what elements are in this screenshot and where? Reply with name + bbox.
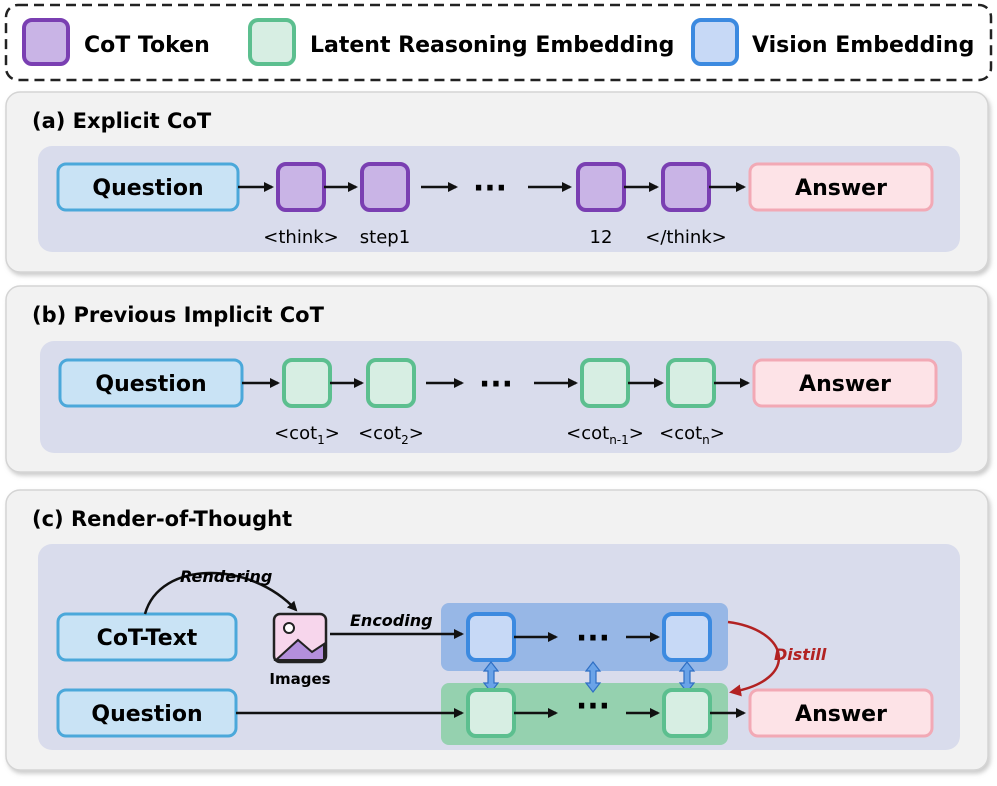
cot-token-box [360,162,410,212]
section-title-a: (a) Explicit CoT [32,109,212,133]
latent-embedding-box [366,358,416,408]
latent-embedding-box [466,688,516,738]
vision-embedding-box [662,612,712,662]
cot-token-box [576,162,626,212]
cot-token-box [661,162,711,212]
token-label: 12 [590,227,613,248]
latent-embedding-box [662,688,712,738]
cot-token-label: <cotn> [659,423,725,447]
answer-box-b [752,358,938,408]
blue-square-icon [691,18,739,66]
vision-embedding-box [466,612,516,662]
answer-label-a: Answer [795,176,887,201]
token-label: step1 [360,227,410,248]
ellipsis-b: ··· [479,367,513,402]
ellipsis-latent: ··· [576,689,610,724]
token-label: <think> [263,227,338,248]
section-previous-implicit-cot: (b) Previous Implicit CoT Question ··· A… [5,285,989,473]
legend-item-cot-token: CoT Token [22,18,210,66]
section-title-b: (b) Previous Implicit CoT [32,303,325,327]
legend-item-vision: Vision Embedding [691,18,974,66]
answer-box-a [748,162,934,212]
legend: CoT Token Latent Reasoning Embedding Vis… [4,3,993,82]
rendering-label: Rendering [180,567,272,586]
rendering-arrow [143,571,298,615]
legend-item-latent: Latent Reasoning Embedding [248,18,674,66]
encoding-label: Encoding [350,611,433,630]
green-square-icon [248,18,296,66]
ellipsis-a: ··· [473,171,507,206]
section-title-c: (c) Render-of-Thought [32,507,292,531]
section-render-of-thought: (c) Render-of-Thought CoT-Text Rendering… [5,489,989,771]
cot-text-label: CoT-Text [97,626,198,651]
question-label-b: Question [95,372,206,397]
answer-label-b: Answer [799,372,891,397]
question-label-a: Question [92,176,203,201]
legend-label-latent: Latent Reasoning Embedding [310,33,674,58]
answer-label-c: Answer [795,702,887,727]
answer-box-c [748,688,934,738]
legend-label-vision: Vision Embedding [752,33,974,58]
cot-text-box [56,612,238,662]
image-icon [272,612,328,664]
purple-square-icon [22,18,70,66]
latent-embedding-box [580,358,630,408]
latent-embedding-box [666,358,716,408]
ellipsis-vision: ··· [576,621,610,656]
cot-token-label: <cotn-1> [566,423,644,447]
cot-token-box [276,162,326,212]
distill-arrow [727,620,780,697]
question-label-c: Question [91,702,202,727]
token-label: </think> [645,227,727,248]
cot-token-label: <cot2> [358,423,424,447]
distill-label: Distill [774,645,827,664]
latent-embedding-box [282,358,332,408]
section-explicit-cot: (a) Explicit CoT Question ··· Answer <th… [5,91,989,273]
cot-token-label: <cot1> [274,423,340,447]
legend-label-cot-token: CoT Token [84,33,210,58]
alignment-double-arrow [584,661,602,693]
images-label: Images [269,670,330,688]
